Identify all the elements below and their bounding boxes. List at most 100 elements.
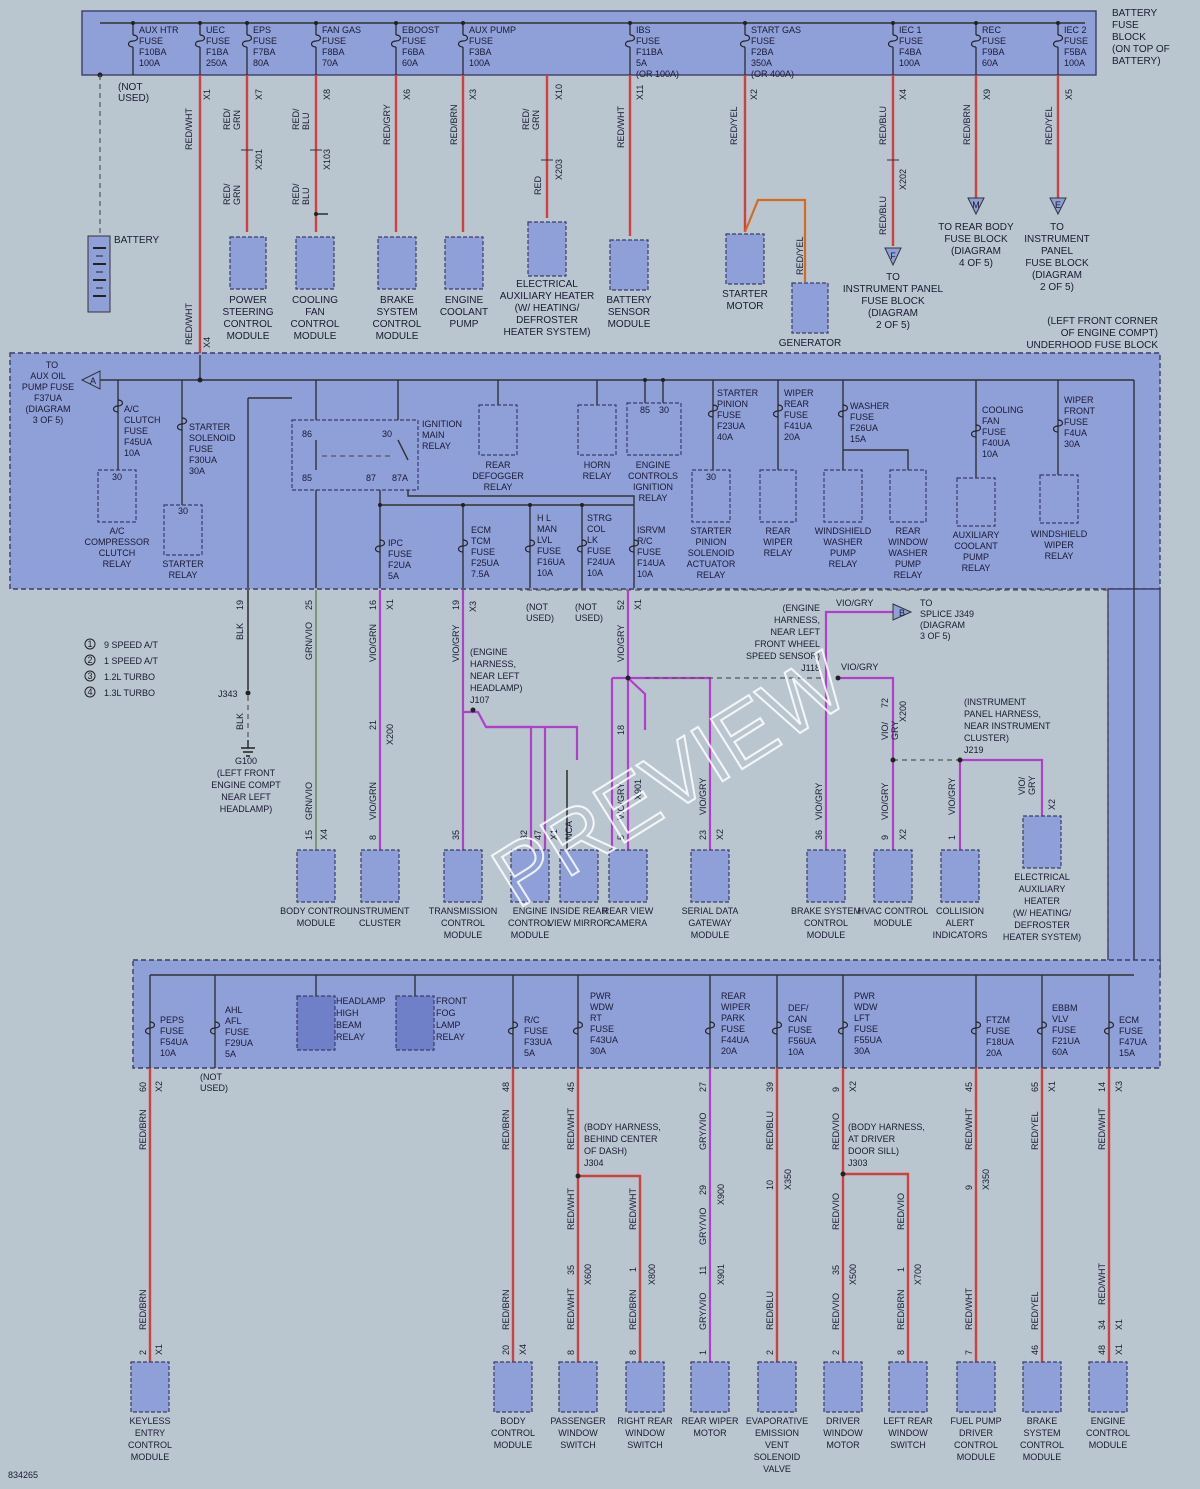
svg-text:RED/WHT: RED/WHT — [1097, 1263, 1107, 1305]
svg-text:X1: X1 — [1047, 1081, 1057, 1092]
svg-text:16: 16 — [368, 600, 378, 610]
svg-text:RED/VIO: RED/VIO — [831, 1293, 841, 1330]
svg-text:X2: X2 — [715, 829, 725, 840]
svg-text:X1: X1 — [549, 829, 559, 840]
svg-text:RED/BRN: RED/BRN — [138, 1289, 148, 1330]
svg-text:X200: X200 — [385, 724, 395, 745]
svg-text:X901: X901 — [716, 1264, 726, 1285]
svg-text:VIO/GRY: VIO/GRY — [880, 783, 890, 820]
svg-text:RED/: RED/ — [521, 108, 531, 130]
lower-wire-labels: RED/BRN 60 X2 RED/BRN RED/BRN 48 RED/BRN… — [138, 1081, 1124, 1355]
svg-text:34: 34 — [1097, 1320, 1107, 1330]
svg-text:GRY: GRY — [890, 721, 900, 740]
svg-text:VIO/GRN: VIO/GRN — [368, 782, 378, 820]
svg-text:RED/YEL: RED/YEL — [1044, 106, 1054, 145]
svg-text:GRN: GRN — [531, 110, 541, 130]
svg-text:1: 1 — [698, 1350, 708, 1355]
svg-text:RED/WHT: RED/WHT — [616, 106, 626, 148]
svg-text:30: 30 — [706, 472, 716, 482]
svg-text:RED/BRN: RED/BRN — [962, 104, 972, 145]
svg-text:X11: X11 — [635, 85, 645, 100]
svg-text:X203: X203 — [554, 159, 564, 180]
svg-text:7: 7 — [964, 1350, 974, 1355]
svg-text:14: 14 — [1097, 1082, 1107, 1092]
middle-wires: B — [241, 590, 1044, 850]
svg-text:X2: X2 — [749, 89, 759, 100]
svg-text:8: 8 — [628, 1350, 638, 1355]
svg-text:X5: X5 — [1064, 89, 1074, 100]
svg-text:2: 2 — [138, 1350, 148, 1355]
svg-text:GRY: GRY — [1027, 776, 1037, 795]
svg-text:RED/BRN: RED/BRN — [628, 1289, 638, 1330]
svg-text:X3: X3 — [468, 89, 478, 100]
svg-text:X4: X4 — [518, 1344, 528, 1355]
svg-text:18: 18 — [616, 725, 626, 735]
connector-b: B — [899, 608, 905, 618]
svg-text:RED/YEL: RED/YEL — [795, 236, 805, 275]
svg-text:RED/BRN: RED/BRN — [501, 1289, 511, 1330]
svg-text:32: 32 — [519, 830, 529, 840]
svg-text:30: 30 — [659, 405, 669, 415]
svg-text:X201: X201 — [254, 149, 264, 170]
svg-text:RED/VIO: RED/VIO — [896, 1193, 906, 1230]
legend-number: 4 — [87, 687, 92, 697]
svg-text:RED/GRY: RED/GRY — [382, 104, 392, 145]
svg-text:(NOT: (NOT — [575, 602, 597, 612]
svg-text:VIO/GRY: VIO/GRY — [814, 783, 824, 820]
svg-text:29: 29 — [698, 1185, 708, 1195]
connector-a: A — [90, 376, 96, 386]
svg-text:X103: X103 — [322, 149, 332, 170]
svg-text:45: 45 — [566, 1082, 576, 1092]
svg-text:RED/WHT: RED/WHT — [1097, 1108, 1107, 1150]
svg-text:RED/WHT: RED/WHT — [566, 1108, 576, 1150]
svg-text:X2: X2 — [154, 1081, 164, 1092]
svg-text:VIO/GRY: VIO/GRY — [947, 778, 957, 815]
svg-text:39: 39 — [765, 1082, 775, 1092]
splice-j343: J343 — [218, 689, 238, 699]
svg-text:X10: X10 — [554, 84, 564, 100]
svg-text:RED/WHT: RED/WHT — [184, 303, 194, 345]
svg-text:RED/VIO: RED/VIO — [831, 1113, 841, 1150]
svg-text:X6: X6 — [402, 89, 412, 100]
svg-text:36: 36 — [814, 830, 824, 840]
generator-label: GENERATOR — [779, 338, 841, 349]
svg-text:52: 52 — [616, 600, 626, 610]
middle-wire-labels: BLK 19 GRN/VIO 25 VIO/GRN 16 X1 VIO/GRY … — [235, 598, 1057, 840]
